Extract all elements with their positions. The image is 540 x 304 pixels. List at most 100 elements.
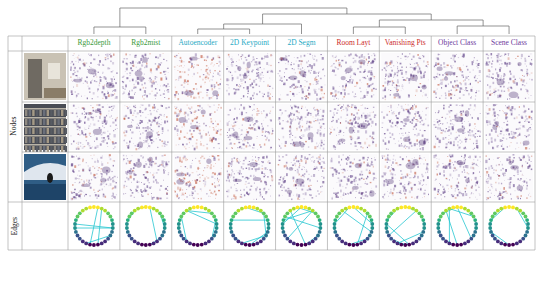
heatmap-speck: [176, 57, 177, 58]
heatmap-speck: [154, 110, 155, 111]
heatmap-blob: [93, 129, 102, 135]
heatmap-speck: [134, 110, 136, 112]
heatmap-speck: [394, 74, 396, 76]
heatmap-speck: [129, 72, 130, 74]
heatmap-speck: [218, 104, 219, 105]
heatmap-speck: [150, 147, 151, 148]
heatmap-speck: [443, 62, 445, 65]
heatmap-speck: [143, 133, 144, 134]
heatmap-speck: [129, 141, 131, 143]
heatmap-speck: [85, 136, 87, 138]
heatmap-speck: [320, 97, 322, 99]
heatmap-speck: [398, 70, 399, 71]
heatmap-speck: [133, 106, 134, 107]
heatmap-speck: [166, 85, 168, 87]
heatmap-speck: [527, 93, 528, 94]
heatmap-speck: [450, 97, 452, 99]
heatmap-speck: [163, 59, 165, 60]
heatmap-speck: [152, 121, 153, 123]
heatmap-speck: [196, 60, 197, 61]
heatmap-speck: [125, 71, 126, 72]
heatmap-speck: [269, 97, 271, 100]
heatmap-speck: [492, 77, 494, 79]
heatmap-speck: [272, 88, 273, 90]
heatmap-speck: [215, 138, 217, 140]
heatmap-speck: [161, 119, 162, 120]
heatmap-speck: [283, 83, 285, 86]
heatmap-speck: [85, 134, 86, 136]
heatmap-speck: [460, 69, 462, 71]
heatmap-speck: [354, 75, 355, 76]
heatmap-speck: [308, 93, 310, 96]
heatmap-speck: [203, 145, 205, 146]
heatmap-speck: [220, 64, 221, 65]
heatmap-speck: [146, 65, 148, 67]
heatmap-speck: [81, 77, 83, 79]
heatmap-speck: [81, 130, 83, 131]
heatmap-speck: [316, 98, 318, 101]
heatmap-speck: [476, 66, 477, 67]
heatmap-speck: [333, 64, 334, 65]
heatmap-speck: [220, 134, 222, 136]
heatmap-speck: [457, 67, 458, 68]
heatmap-speck: [260, 73, 262, 75]
heatmap-speck: [367, 65, 368, 66]
heatmap-speck: [399, 85, 400, 86]
heatmap-speck: [508, 89, 510, 92]
heatmap-speck: [135, 107, 137, 108]
heatmap-speck: [497, 60, 499, 63]
heatmap-speck: [99, 64, 101, 66]
heatmap-speck: [157, 84, 158, 85]
heatmap-speck: [176, 118, 178, 121]
heatmap-speck: [289, 86, 291, 88]
heatmap-speck: [104, 117, 106, 119]
heatmap-speck: [385, 78, 386, 79]
heatmap-speck: [110, 140, 111, 141]
heatmap-speck: [108, 92, 110, 94]
heatmap-speck: [333, 57, 334, 58]
heatmap-speck: [210, 72, 211, 73]
heatmap-speck: [157, 147, 158, 148]
heatmap-speck: [112, 70, 113, 71]
heatmap-speck: [105, 139, 106, 141]
heatmap-speck: [392, 82, 394, 84]
heatmap-speck: [292, 68, 293, 69]
heatmap-speck: [206, 69, 208, 70]
heatmap-speck: [402, 88, 403, 89]
heatmap-speck: [139, 110, 141, 113]
heatmap-speck: [90, 63, 92, 64]
heatmap-speck: [487, 84, 488, 86]
heatmap-speck: [130, 67, 132, 69]
heatmap-speck: [500, 86, 502, 87]
heatmap-speck: [499, 64, 500, 65]
heatmap-speck: [141, 105, 142, 106]
heatmap-speck: [470, 97, 472, 98]
heatmap-speck: [527, 71, 528, 72]
heatmap-speck: [319, 72, 320, 73]
heatmap-speck: [448, 91, 450, 93]
heatmap-speck: [105, 57, 107, 58]
heatmap-speck: [123, 132, 124, 134]
heatmap-speck: [207, 56, 209, 58]
heatmap-speck: [150, 139, 152, 141]
heatmap-speck: [531, 72, 533, 74]
heatmap-speck: [246, 60, 248, 61]
heatmap-speck: [182, 126, 183, 128]
heatmap-speck: [264, 144, 265, 146]
heatmap-speck: [199, 123, 200, 124]
heatmap-speck: [298, 80, 300, 83]
heatmap-speck: [149, 120, 151, 122]
heatmap-speck: [109, 133, 110, 134]
heatmap-speck: [213, 73, 214, 74]
heatmap-speck: [423, 60, 424, 62]
heatmap-speck: [166, 90, 167, 91]
heatmap-speck: [312, 57, 313, 59]
heatmap-speck: [245, 57, 247, 58]
heatmap-speck: [216, 82, 217, 84]
heatmap-speck: [165, 74, 166, 75]
heatmap-speck: [122, 61, 124, 63]
heatmap-speck: [272, 71, 274, 73]
heatmap-speck: [185, 112, 186, 114]
heatmap-speck: [285, 55, 286, 56]
heatmap-speck: [70, 67, 72, 69]
